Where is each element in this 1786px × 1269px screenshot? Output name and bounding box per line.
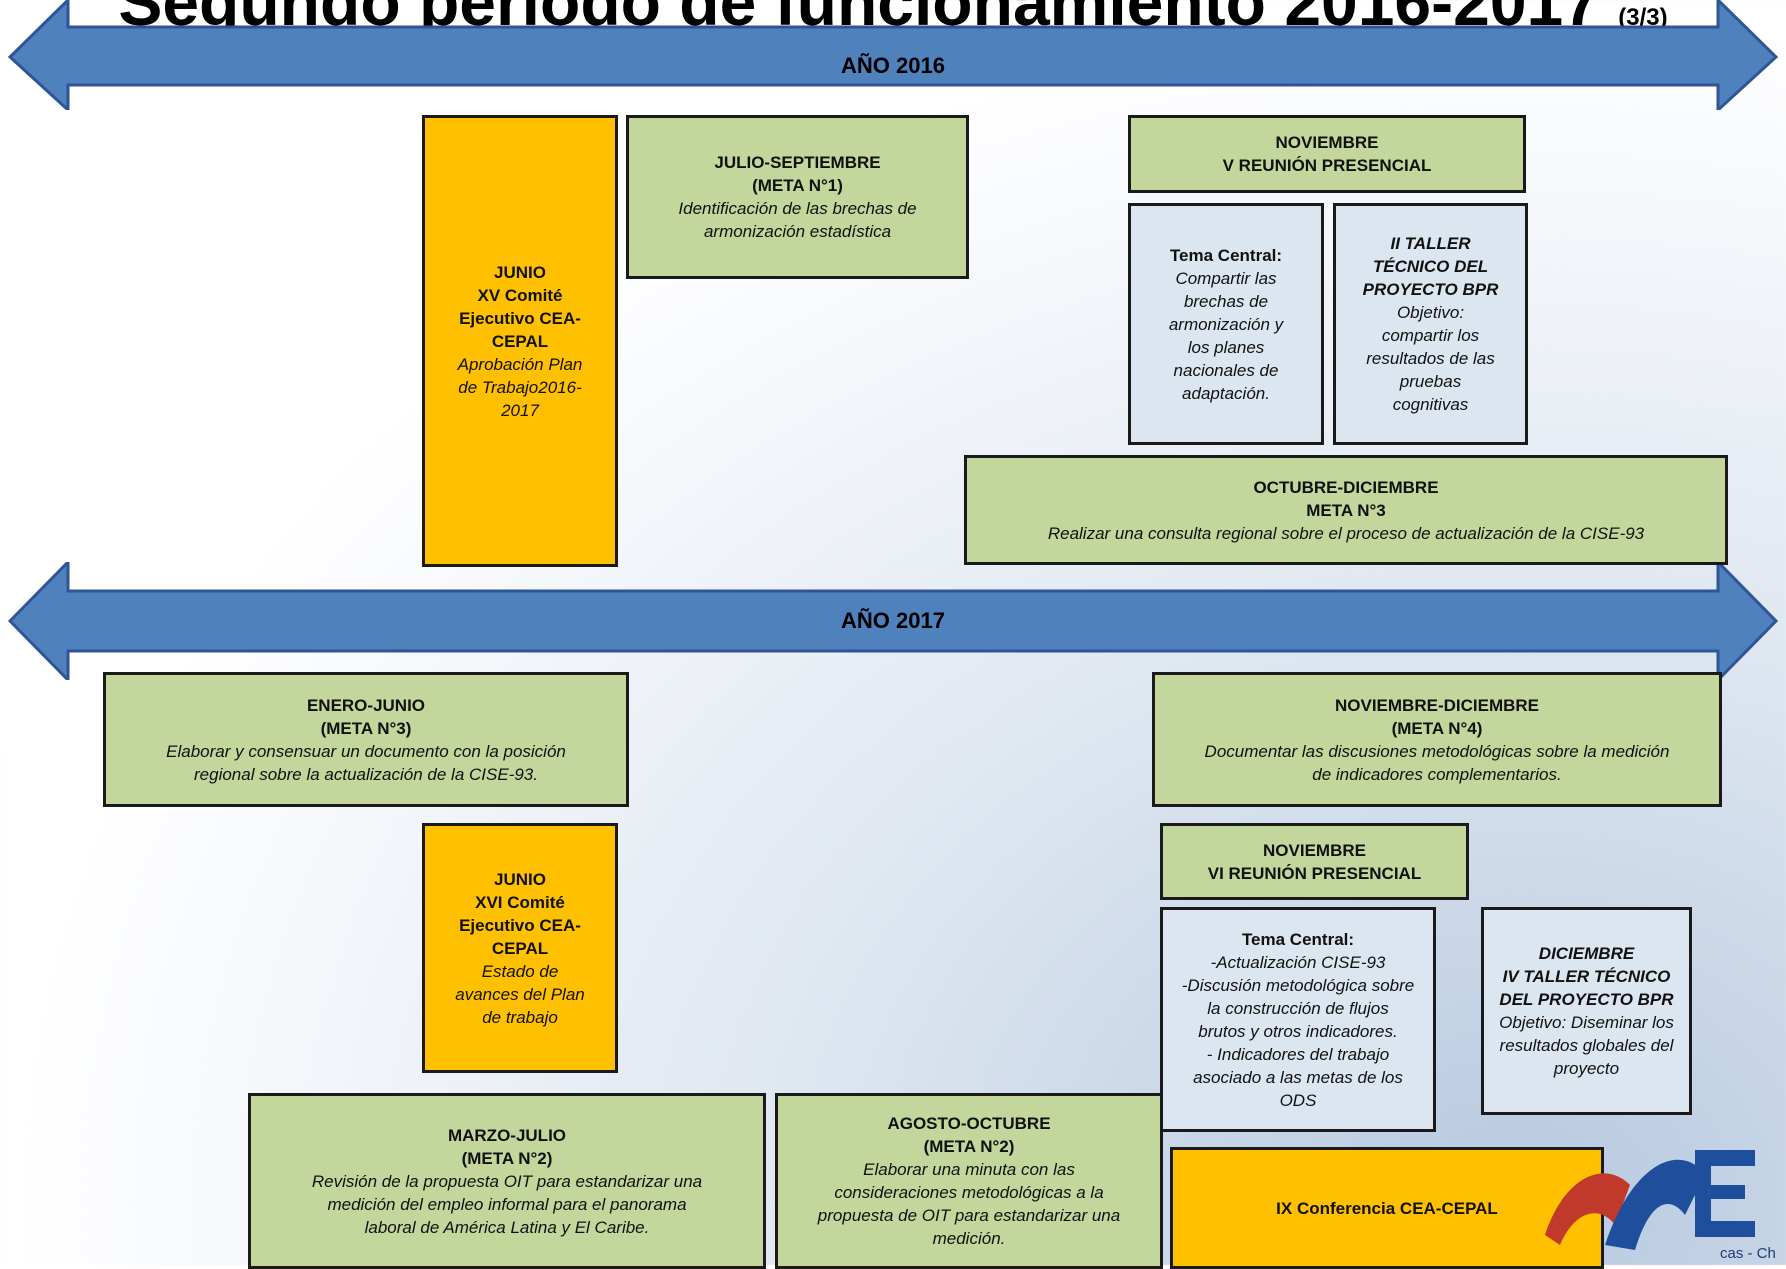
year-2016-label: AÑO 2016 — [841, 53, 945, 78]
timeline-arrow-2017 — [7, 562, 1779, 680]
tema-central-2016-box: Tema Central: Compartir las brechas de a… — [1128, 203, 1324, 445]
octubre-diciembre-box: OCTUBRE-DICIEMBRE META N°3 Realizar una … — [964, 455, 1728, 565]
tema-central-2017-box: Tema Central: -Actualización CISE-93 -Di… — [1160, 907, 1436, 1132]
noviembre-diciembre-box: NOVIEMBRE-DICIEMBRE (META N°4) Documenta… — [1152, 672, 1722, 807]
noviembre-2016-box: NOVIEMBRE V REUNIÓN PRESENCIAL — [1128, 115, 1526, 193]
enero-junio-box: ENERO-JUNIO (META N°3) Elaborar y consen… — [103, 672, 629, 807]
junio-2017-box: JUNIO XVI Comité Ejecutivo CEA- CEPAL Es… — [422, 823, 618, 1073]
timeline-arrow-2016 — [7, 0, 1779, 110]
ii-taller-box: II TALLER TÉCNICO DEL PROYECTO BPR Objet… — [1333, 203, 1528, 445]
noviembre-2017-box: NOVIEMBRE VI REUNIÓN PRESENCIAL — [1160, 823, 1469, 900]
ix-conferencia-box: IX Conferencia CEA-CEPAL — [1170, 1147, 1604, 1269]
marzo-julio-box: MARZO-JULIO (META N°2) Revisión de la pr… — [248, 1093, 766, 1269]
year-2017-label: AÑO 2017 — [841, 608, 945, 633]
junio-2016-box: JUNIO XV Comité Ejecutivo CEA- CEPAL Apr… — [422, 115, 618, 567]
julio-septiembre-box: JULIO-SEPTIEMBRE (META N°1) Identificaci… — [626, 115, 969, 279]
cea-cepal-logo: cas - Ch . c — [1545, 1115, 1786, 1265]
agosto-octubre-box: AGOSTO-OCTUBRE (META N°2) Elaborar una m… — [775, 1093, 1163, 1269]
diciembre-taller-box: DICIEMBRE IV TALLER TÉCNICO DEL PROYECTO… — [1481, 907, 1692, 1115]
